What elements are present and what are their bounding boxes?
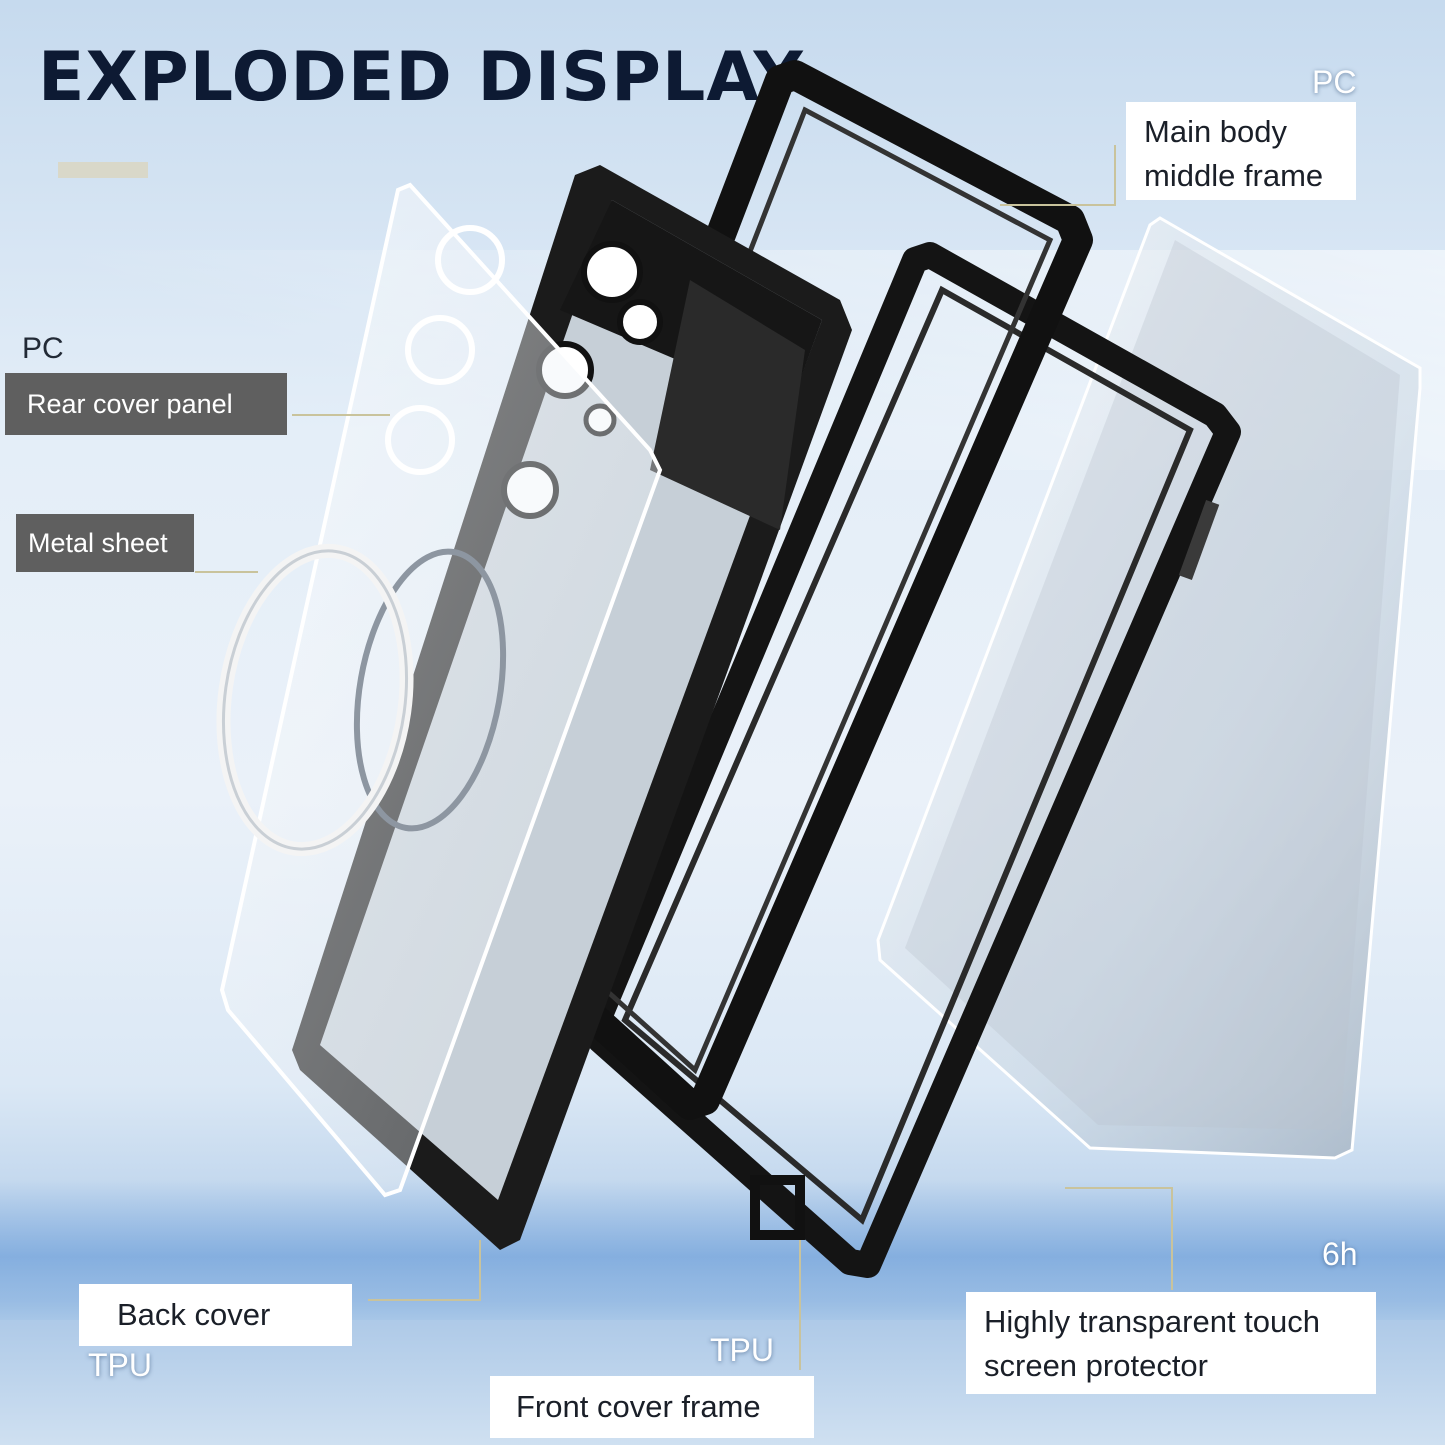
rear-cover-material: PC — [22, 332, 64, 365]
screen-protector-glass — [876, 216, 1422, 1160]
front-cover-frame — [585, 242, 1241, 1278]
metal-sheet-label: Metal sheet — [16, 514, 194, 572]
main-body-label-line2: middle frame — [1144, 158, 1324, 193]
rear-cover-label: Rear cover panel — [5, 373, 287, 435]
leader-lines — [195, 145, 1173, 1370]
back-cover-material: TPU — [88, 1347, 152, 1383]
screen-protector-label-line2: screen protector — [984, 1348, 1208, 1383]
rear-cover-panel — [219, 182, 663, 1198]
front-cover-label: Front cover frame — [490, 1376, 814, 1438]
leader-main-body — [1000, 145, 1116, 206]
main-body-material: PC — [1312, 64, 1357, 100]
title-accent-bar — [58, 162, 148, 178]
screen-protector-material: 6h — [1322, 1236, 1358, 1272]
main-body-label: Main body middle frame — [1126, 102, 1356, 200]
screen-protector-label-line1: Highly transparent touch — [984, 1304, 1321, 1339]
back-cover-label: Back cover — [79, 1284, 352, 1346]
leader-screen-protector — [1065, 1187, 1173, 1290]
page-title: EXPLODED DISPLAY — [38, 38, 804, 117]
main-body-label-line1: Main body — [1144, 114, 1288, 149]
screen-protector-label: Highly transparent touch screen protecto… — [966, 1292, 1376, 1394]
leader-back-cover — [368, 1240, 481, 1301]
front-cover-material: TPU — [710, 1332, 774, 1368]
metal-sheet-ring — [216, 543, 414, 857]
